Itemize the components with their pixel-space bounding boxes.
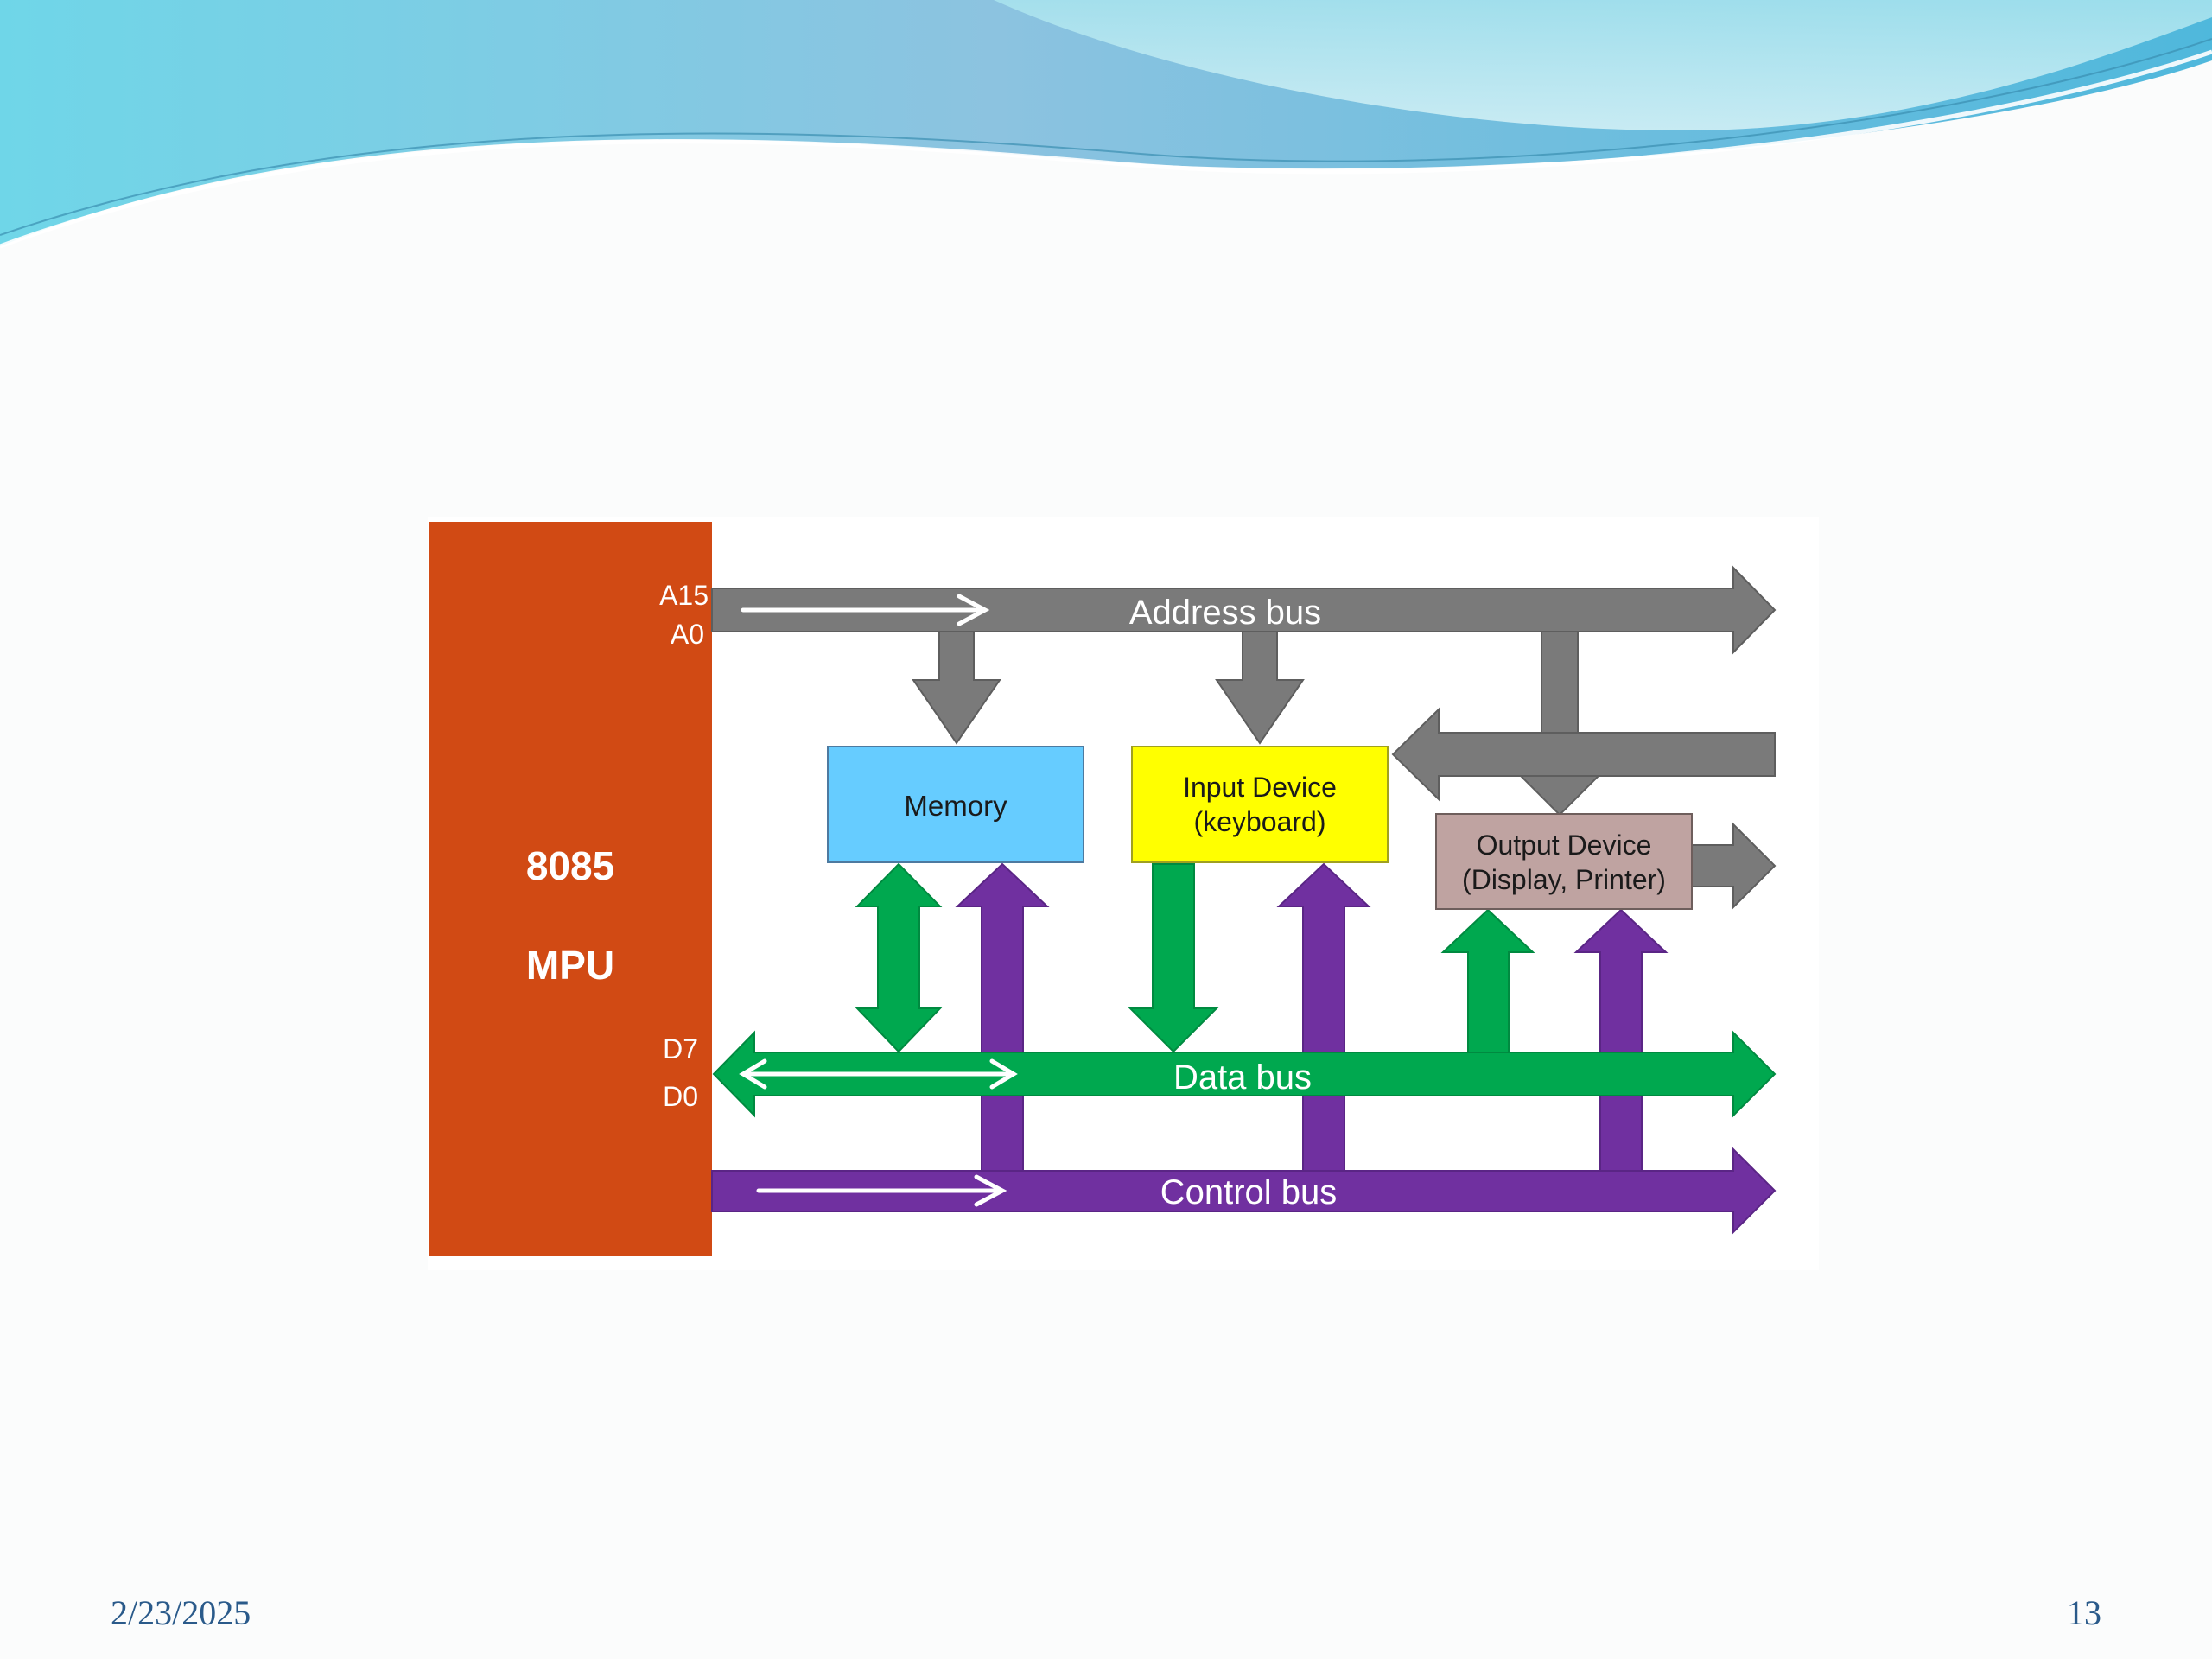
pin-label-d7: D7 <box>663 1033 698 1065</box>
memory-label: Memory <box>904 790 1007 822</box>
header-wave-decoration <box>0 0 2212 249</box>
control-bus <box>711 862 1777 1235</box>
mpu-label-line1: 8085 <box>526 843 614 888</box>
output-device-label-line1: Output Device <box>1477 830 1652 861</box>
output-device-label-line2: (Display, Printer) <box>1462 864 1666 895</box>
pin-label-a15: A15 <box>659 580 709 611</box>
control-to-memory-arrow <box>955 862 1050 1172</box>
data-bus-label: Data bus <box>1173 1058 1312 1096</box>
address-bus-label: Address bus <box>1129 594 1321 632</box>
input-to-data-bus-arrow <box>1128 863 1219 1053</box>
output-device-out-arrow <box>1691 822 1777 910</box>
data-to-output-arrow <box>1440 908 1535 1053</box>
memory-block <box>827 746 1084 863</box>
input-device-label-line2: (keyboard) <box>1194 806 1326 837</box>
control-bus-arrow <box>711 1147 1777 1235</box>
control-to-input-arrow <box>1276 862 1371 1172</box>
slide-page-number: 13 <box>2067 1593 2101 1632</box>
control-bus-direction-arrow <box>756 1174 1007 1207</box>
mpu-block <box>429 522 712 1256</box>
data-bus <box>712 862 1777 1118</box>
input-device-label-line1: Input Device <box>1183 772 1337 803</box>
output-device-block <box>1435 813 1693 910</box>
output-side-return-arrow <box>1391 707 1776 802</box>
data-bus-direction-arrow <box>739 1058 1018 1090</box>
address-to-input-arrow <box>1215 631 1305 745</box>
control-bus-label: Control bus <box>1160 1173 1338 1211</box>
address-bus-direction-arrow <box>741 594 990 626</box>
pin-label-d0: D0 <box>663 1081 698 1112</box>
control-to-output-arrow <box>1573 908 1669 1172</box>
mpu-label-line2: MPU <box>526 943 614 988</box>
slide-date: 2/23/2025 <box>111 1593 251 1632</box>
address-bus-arrow <box>711 565 1777 655</box>
input-device-block <box>1131 746 1389 863</box>
address-bus <box>711 565 1777 910</box>
address-to-memory-arrow <box>912 631 1001 745</box>
pin-label-a0: A0 <box>671 619 704 650</box>
memory-data-double-arrow <box>855 862 943 1053</box>
